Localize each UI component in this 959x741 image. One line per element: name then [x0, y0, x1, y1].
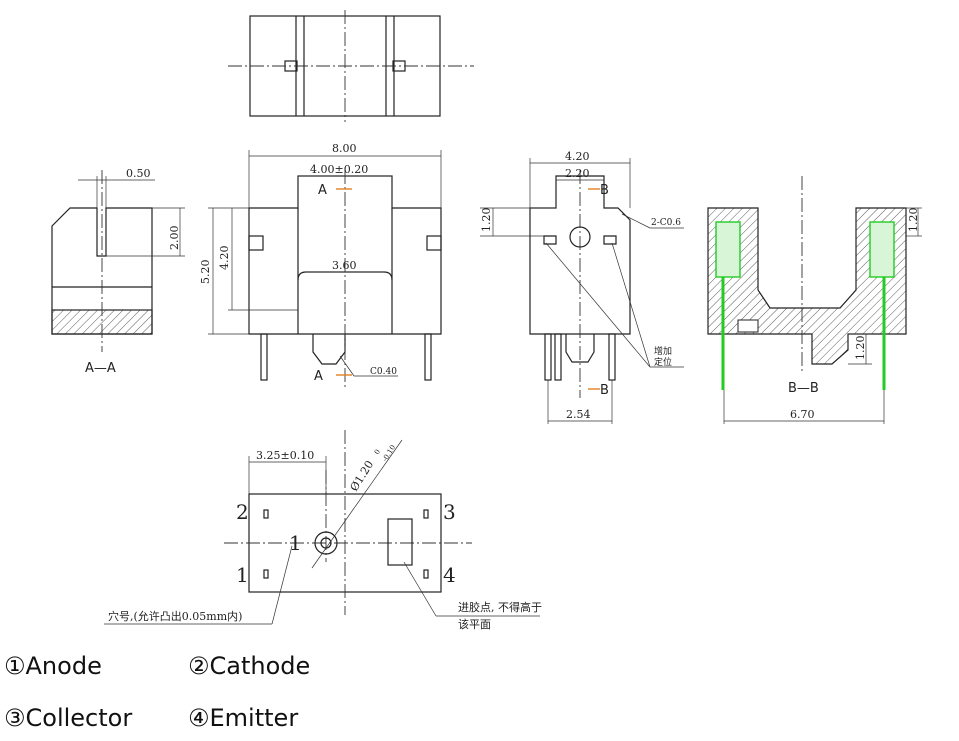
dim-c0-40: C0.40	[370, 367, 397, 377]
dim-8-00: 8.00	[332, 142, 357, 155]
collector-symbol: ③	[4, 704, 26, 732]
dim-4-20-side: 4.20	[565, 150, 590, 163]
dim-4-00: 4.00±0.20	[310, 163, 368, 176]
label-a-top: A	[318, 183, 327, 198]
pin-legend-anode: ①Anode	[4, 652, 188, 680]
pin-number-1: 1	[236, 563, 249, 587]
front-view: 8.00 4.00±0.20 3.60 5.20 4.20 A A C0.40	[199, 142, 442, 390]
dim-1-20-bb: 1.20	[854, 336, 867, 361]
dim-3-60: 3.60	[332, 259, 357, 272]
label-b-top: B	[600, 183, 609, 198]
note-gate-line1: 进胶点, 不得高于	[458, 600, 542, 614]
pin-number-4: 4	[443, 563, 456, 587]
pin-legend-emitter: ④Emitter	[188, 704, 298, 732]
pin-legend-collector: ③Collector	[4, 704, 188, 732]
dim-0-50: 0.50	[126, 167, 151, 180]
label-a-a: A—A	[85, 361, 116, 376]
dim-hole-tol-upper: 0	[373, 448, 382, 456]
note-gate-line2: 该平面	[458, 617, 491, 631]
pin-legend-row-2: ③Collector ④Emitter	[4, 704, 298, 732]
pin-number-3: 3	[443, 500, 456, 524]
section-b-b: 6.70 1.20 1.20 B—B	[707, 176, 922, 424]
dim-3-25: 3.25±0.10	[256, 449, 314, 462]
dim-2-20: 2.20	[565, 167, 590, 180]
dim-2-00: 2.00	[168, 226, 181, 251]
note-hole-number: 穴号,(允许凸出0.05mm内)	[108, 609, 242, 623]
pin-number-2: 2	[236, 500, 249, 524]
label-b-bottom: B	[600, 383, 609, 398]
note-added-locator-line2: 定位	[654, 356, 672, 368]
emitter-symbol: ④	[188, 704, 210, 732]
dim-2-c0-6: 2-C0.6	[651, 218, 681, 228]
side-view: 4.20 2.20 1.20 2-C0.6 B B 增加 定位 2.54	[480, 150, 684, 424]
dim-hole-diameter: Ø1.20	[348, 458, 377, 493]
hole-number: 1	[289, 531, 302, 555]
emitter-name: Emitter	[209, 704, 299, 732]
section-a-a: 0.50 2.00 A—A	[51, 167, 185, 376]
dim-4-20-front: 4.20	[218, 246, 231, 271]
label-a-bottom: A	[314, 369, 323, 384]
dim-5-20: 5.20	[199, 260, 212, 285]
dim-1-20-side: 1.20	[480, 208, 493, 233]
anode-symbol: ①	[4, 652, 26, 680]
dim-hole-tol-lower: -0.10	[381, 444, 397, 463]
bottom-view: 2 1 3 4 1 3.25±0.10 Ø1.20 0 -0.10 穴号,(允许…	[104, 430, 542, 631]
pin-legend-cathode: ②Cathode	[188, 652, 310, 680]
anode-name: Anode	[25, 652, 102, 680]
cathode-symbol: ②	[188, 652, 210, 680]
cathode-name: Cathode	[209, 652, 311, 680]
pin-legend-row-1: ①Anode ②Cathode	[4, 652, 310, 680]
label-b-b: B—B	[788, 381, 819, 396]
top-view	[228, 10, 474, 122]
dim-1-20-bb-top: 1.20	[907, 208, 920, 233]
dim-6-70: 6.70	[790, 408, 815, 421]
collector-name: Collector	[25, 704, 133, 732]
note-added-locator-line1: 增加	[654, 345, 672, 357]
dim-2-54: 2.54	[566, 408, 591, 421]
